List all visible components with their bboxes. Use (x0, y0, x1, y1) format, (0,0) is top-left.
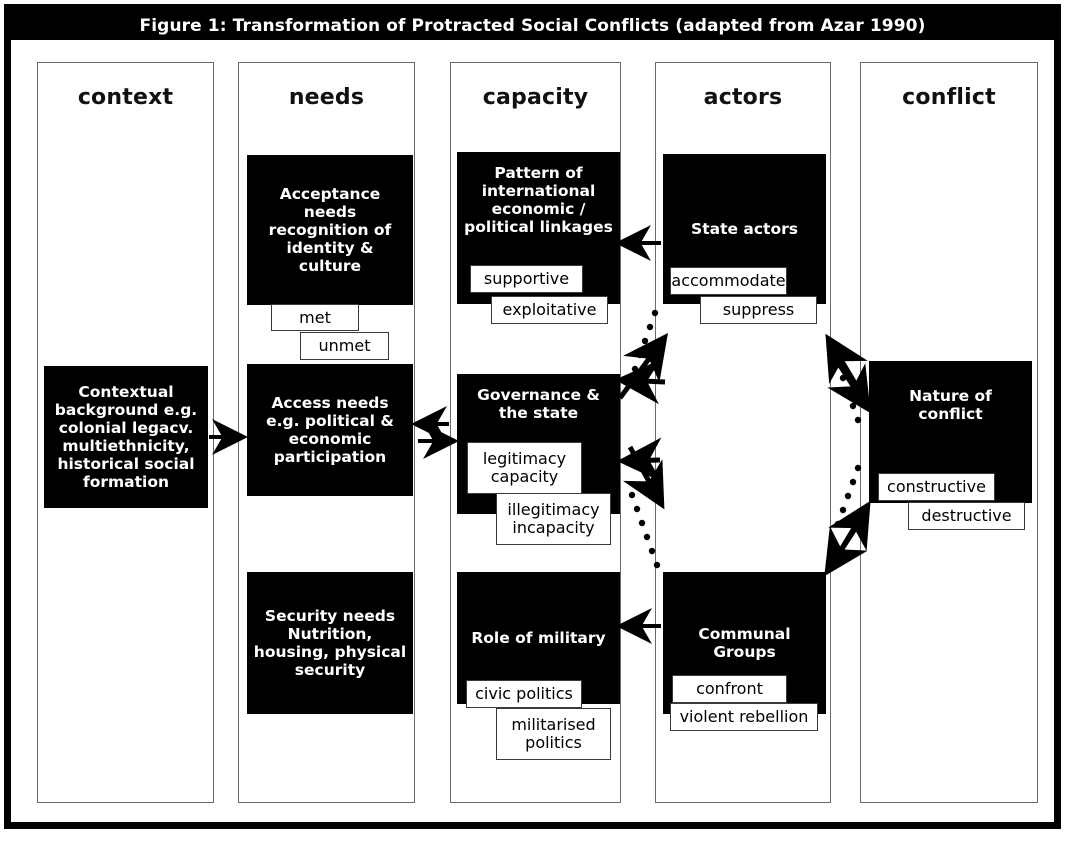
tag-met: met (271, 304, 359, 331)
tag-legitimacy-capacity: legitimacy capacity (467, 442, 582, 494)
column-header-capacity: capacity (482, 85, 589, 110)
figure-title: Figure 1: Transformation of Protracted S… (11, 11, 1054, 40)
tag-illegitimacy-incapacity: illegitimacy incapacity (496, 493, 611, 545)
tag-destructive: destructive (908, 502, 1025, 530)
tag-suppress: suppress (700, 296, 817, 324)
column-header-needs: needs (288, 85, 365, 110)
tag-militarised-politics: militarised politics (496, 708, 611, 760)
tag-supportive: supportive (470, 265, 583, 293)
tag-exploitative: exploitative (491, 296, 608, 324)
box-contextual-background: Contextual background e.g. colonial lega… (44, 366, 208, 508)
tag-accommodate: accommodate (670, 267, 787, 295)
box-acceptance-needs: Acceptance needs recognition of identity… (247, 155, 413, 305)
tag-unmet: unmet (300, 332, 389, 360)
column-header-context: context (77, 85, 174, 110)
box-access-needs: Access needs e.g. political & economic p… (247, 364, 413, 496)
column-header-actors: actors (703, 85, 783, 110)
tag-constructive: constructive (878, 473, 995, 501)
column-header-conflict: conflict (902, 85, 996, 110)
tag-confront: confront (672, 675, 787, 703)
tag-civic-politics: civic politics (466, 680, 582, 708)
box-security-needs: Security needs Nutrition, housing, physi… (247, 572, 413, 714)
tag-violent-rebellion: violent rebellion (670, 703, 818, 731)
